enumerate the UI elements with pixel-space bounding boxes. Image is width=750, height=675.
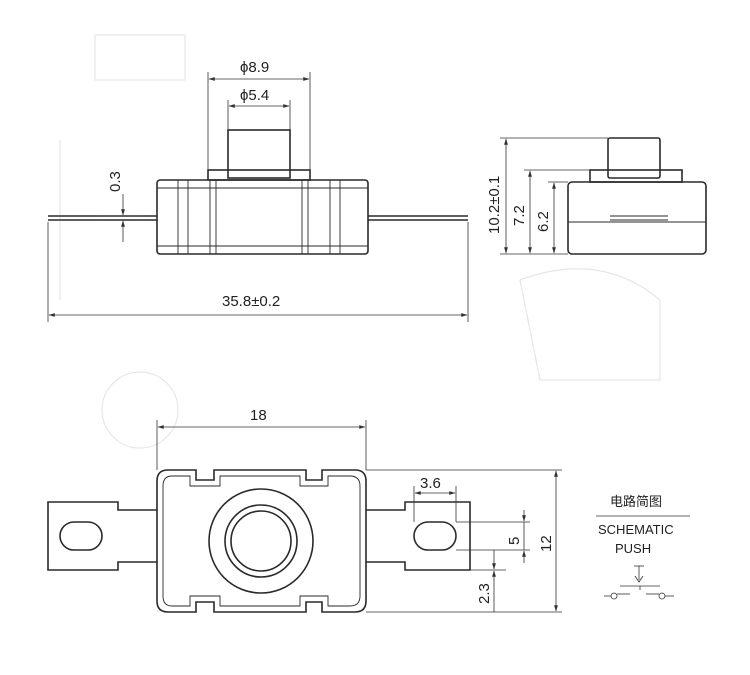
background-ghost	[59, 34, 661, 449]
dimension-body-height: 7.2	[511, 169, 590, 254]
slot-height-label: 5	[506, 537, 523, 545]
slot-offset-label: 2.3	[476, 583, 493, 604]
end-view	[567, 137, 707, 255]
schematic-subtitle: PUSH	[615, 541, 651, 556]
slot-width-label: 3.6	[420, 475, 441, 492]
dimension-terminal-thickness: 0.3	[100, 171, 140, 242]
overall-length-label: 35.8±0.2	[222, 293, 280, 310]
dimension-inner-diameter: ϕ5.4	[227, 87, 291, 130]
top-view	[47, 469, 471, 613]
housing-height-label: 6.2	[535, 211, 552, 232]
body-height-label: 7.2	[511, 205, 528, 226]
schematic-title-en: SCHEMATIC	[598, 522, 674, 537]
dimension-tab-height: 12	[366, 469, 562, 613]
terminal-thickness-label: 0.3	[107, 171, 124, 192]
dimension-overall-length: 35.8±0.2	[47, 222, 469, 322]
outer-diameter-label: ϕ8.9	[240, 59, 269, 76]
schematic-block: 电路简图 SCHEMATIC PUSH	[596, 494, 690, 600]
dimension-total-height: 10.2±0.1	[486, 137, 608, 255]
dimension-outer-diameter: ϕ8.9	[207, 59, 311, 170]
side-view	[48, 129, 468, 255]
dimension-housing-height: 6.2	[535, 181, 568, 254]
dimension-body-width: 18	[156, 407, 367, 470]
dimension-slot-height: 5	[456, 510, 530, 563]
dimension-slot-offset: 2.3	[470, 550, 506, 612]
total-height-label: 10.2±0.1	[486, 176, 503, 234]
schematic-title-cn: 电路简图	[610, 494, 662, 510]
dimension-slot-width: 3.6	[413, 475, 457, 522]
body-width-label: 18	[250, 407, 267, 424]
push-switch-symbol-icon	[604, 565, 674, 600]
inner-diameter-label: ϕ5.4	[240, 87, 269, 104]
tab-height-label: 12	[538, 535, 555, 552]
